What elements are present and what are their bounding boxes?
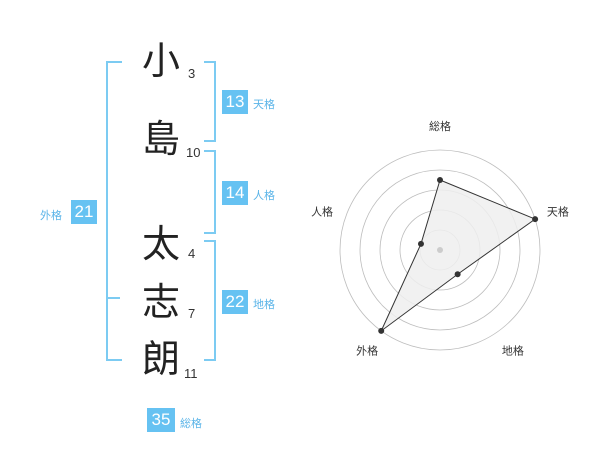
name-char-5: 朗 [142, 337, 181, 381]
jinkaku-label: 人格 [253, 189, 275, 202]
stroke-count-4: 7 [188, 306, 196, 321]
chikaku-value-badge: 22 [222, 290, 248, 314]
stroke-count-5: 11 [184, 366, 198, 381]
radar-ring [359, 169, 521, 331]
radar-point-3 [454, 271, 461, 278]
name-char-1: 小 [142, 39, 181, 83]
radar-point-5 [417, 240, 424, 247]
jinkaku-bracket [204, 150, 216, 234]
radar-axis-label-5: 人格 [311, 205, 333, 219]
soukaku-label: 総格 [180, 417, 202, 430]
radar-area [380, 179, 537, 332]
gaikaku-label: 外格 [40, 209, 62, 222]
tenkaku-value-badge: 13 [222, 90, 248, 114]
name-char-2: 島 [142, 117, 181, 161]
name-char-4: 志 [142, 280, 181, 324]
radar-axis-label-4: 外格 [356, 343, 378, 357]
name-char-3: 太 [142, 222, 181, 266]
stroke-count-3: 4 [188, 246, 196, 261]
radar-axis-label-2: 天格 [547, 205, 569, 219]
soukaku-value-badge: 35 [147, 408, 175, 432]
stroke-count-2: 10 [186, 145, 201, 160]
chikaku-label: 地格 [253, 298, 275, 311]
tenkaku-bracket [204, 61, 216, 142]
radar-center-dot [437, 247, 443, 253]
outer-bracket-split [106, 297, 120, 299]
radar-point-2 [532, 216, 539, 223]
jinkaku-value-badge: 14 [222, 181, 248, 205]
radar-axis-label-1: 総格 [429, 119, 451, 133]
gaikaku-value-badge: 21 [71, 200, 97, 224]
radar-point-1 [437, 177, 443, 183]
chikaku-bracket [204, 240, 216, 361]
stroke-count-1: 3 [188, 66, 196, 81]
radar-axis-label-3: 地格 [502, 343, 524, 357]
radar-point-4 [378, 327, 385, 334]
radar-ring [339, 149, 541, 351]
tenkaku-label: 天格 [253, 98, 275, 111]
outer-bracket [106, 61, 122, 361]
